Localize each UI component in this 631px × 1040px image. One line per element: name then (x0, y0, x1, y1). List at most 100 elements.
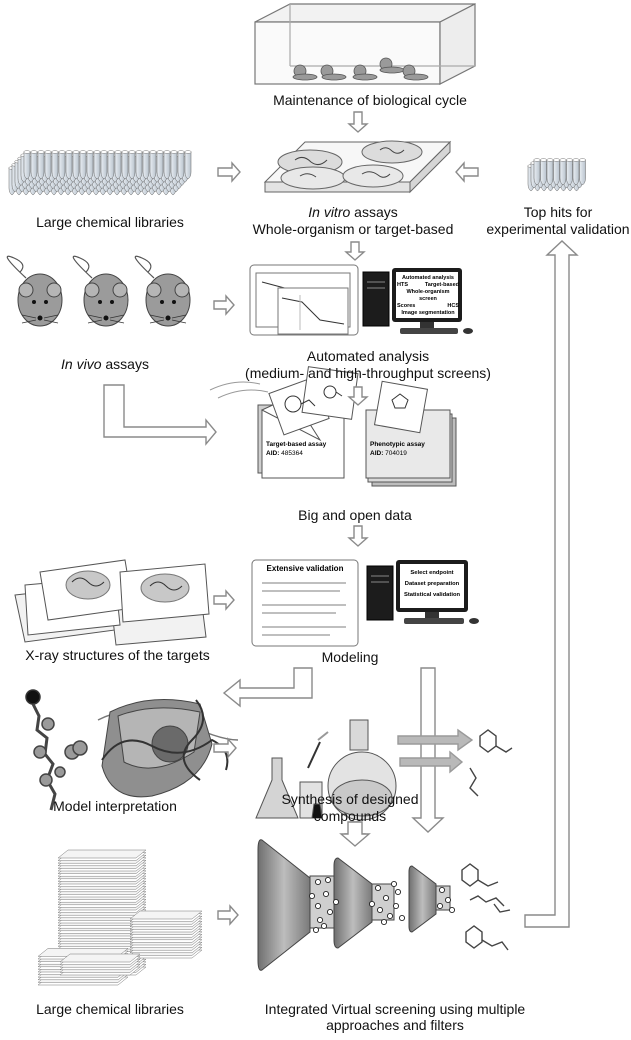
tube (30, 151, 38, 180)
tube (93, 151, 101, 180)
compound-dot (314, 878, 322, 886)
tube (86, 151, 94, 180)
tube-cap (37, 150, 45, 154)
maintenance-label: Maintenance of biological cycle (273, 92, 467, 108)
screen-item-dataset-preparation: Dataset preparation (404, 581, 460, 587)
dose-response-plots-illustration (249, 264, 359, 336)
tube-cap (565, 158, 574, 162)
compound-dot (324, 876, 332, 884)
down-arrow (347, 386, 369, 406)
xray-structure-sheets-illustration (14, 559, 210, 646)
tube-cap (121, 150, 129, 154)
mouse-eye (44, 300, 48, 304)
tube-cap (86, 150, 94, 154)
tube-cap (93, 150, 101, 154)
mouse-tail (72, 255, 93, 279)
right-arrow (217, 904, 239, 926)
right-arrow (213, 589, 235, 611)
tube (65, 151, 73, 180)
screen-item-hcs: HCS (447, 303, 459, 309)
mouse-ear (46, 282, 62, 298)
tube-cap (114, 150, 122, 154)
large-chemical-libraries-top-label: Large chemical libraries (36, 214, 184, 230)
tube (100, 151, 108, 180)
compound-dot (314, 902, 322, 910)
paper-sheet (129, 910, 203, 920)
tube (128, 151, 136, 180)
tube (156, 151, 164, 180)
tube (184, 151, 192, 180)
tube (142, 151, 150, 180)
mouse-nose (103, 315, 109, 321)
paper-sheet (57, 849, 147, 859)
petri-dish-tray-illustration (263, 140, 452, 194)
virtual-screening-label-line2: approaches and filters (326, 1017, 464, 1033)
compound-dot (368, 900, 376, 908)
model-interpretation-label: Model interpretation (53, 798, 177, 814)
computer-modeling-illustration (366, 560, 479, 624)
protein-surface-illustration (101, 699, 229, 798)
large-chemical-libraries-bottom-label: Large chemical libraries (36, 1001, 184, 1017)
down-arrow (344, 241, 366, 261)
tube-cap (184, 150, 192, 154)
tube (163, 151, 171, 180)
lab-glassware-illustration (255, 719, 397, 821)
validation-sheet-title: Extensive validation (266, 564, 344, 573)
tube (107, 151, 115, 180)
tube (114, 151, 122, 180)
screen-item-scores: Scores (397, 303, 416, 309)
mouse-ear (18, 282, 34, 298)
pheno-aid-label: AID: (370, 450, 384, 457)
tube-rack-illustration (8, 150, 192, 196)
mouse-tail (134, 255, 155, 279)
compound-dot (374, 884, 382, 892)
tube-cap (79, 150, 87, 154)
tube-cap (578, 158, 587, 162)
tube (177, 151, 185, 180)
tube-cap (177, 150, 185, 154)
tube-cap (72, 150, 80, 154)
target-aid-label: AID: (266, 450, 280, 457)
tube (566, 159, 573, 186)
automated-screen-title: Automated analysis (402, 275, 454, 281)
synthesis-product-arrow (399, 750, 464, 774)
pheno-assay-title: Phenotypic assay (370, 441, 425, 448)
modeling-screen-text: Select endpoint Dataset preparation Stat… (401, 568, 463, 601)
synthesis-to-screening-arrow (339, 821, 371, 847)
screen-item-statistical-validation: Statistical validation (403, 592, 461, 598)
tube-cap (128, 150, 136, 154)
mouse-ear (146, 282, 162, 298)
mouse-eye (160, 300, 164, 304)
compound-dot (382, 894, 390, 902)
big-open-data-label: Big and open data (298, 507, 412, 523)
right-arrow (217, 161, 241, 183)
compound-dot (312, 926, 320, 934)
compound-dot (436, 902, 444, 910)
synthesis-label-line1: Synthesis of designed (281, 791, 419, 807)
right-arrow (213, 294, 235, 316)
xray-structures-label: X-ray structures of the targets (25, 647, 210, 663)
target-aid-value: 485364 (281, 450, 303, 457)
virtual-screening-funnels-illustration (257, 839, 456, 971)
mouse-eye (98, 300, 102, 304)
tube (559, 159, 567, 186)
compound-dot (392, 902, 400, 910)
tube-cap (135, 150, 143, 154)
modeling-label: Modeling (321, 649, 379, 665)
computer-automated-illustration (362, 268, 473, 334)
right-arrow (213, 737, 237, 759)
modeling-to-interpretation-arrow (222, 667, 313, 708)
tube (572, 159, 580, 186)
tube (546, 159, 554, 186)
tube-cap (163, 150, 171, 154)
flow-arrows (103, 111, 579, 928)
top-hits-label-line2: experimental validation (486, 221, 630, 237)
whole-organism-label: Whole-organism or target-based (252, 221, 454, 237)
tube-cap (149, 150, 157, 154)
screen-item-target-based: Target-based (424, 282, 459, 288)
compound-dot (386, 912, 394, 920)
tube (149, 151, 157, 180)
compound-dot (322, 890, 330, 898)
